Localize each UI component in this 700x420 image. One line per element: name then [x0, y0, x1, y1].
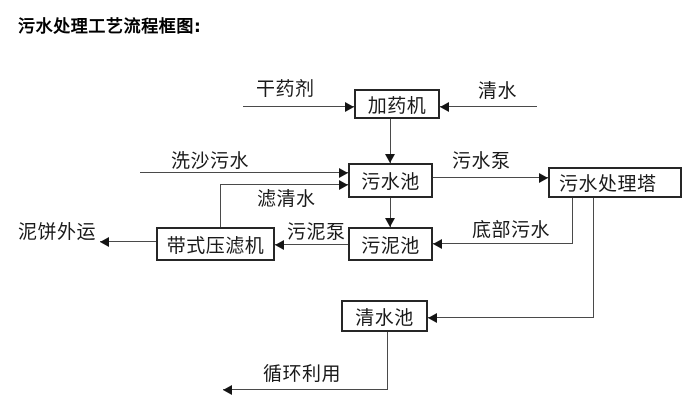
- arrowhead-icon: [428, 313, 437, 323]
- flow-label-mud-cake-transport: 泥饼外运: [18, 221, 97, 243]
- arrowhead-icon: [440, 102, 449, 112]
- connector-line: [390, 198, 391, 227]
- node-sewage-treatment-tower: 污水处理塔: [548, 167, 682, 198]
- arrowhead-icon: [345, 102, 354, 112]
- connector-line: [243, 106, 354, 107]
- flow-label-sand-washing-sewage: 洗沙污水: [171, 150, 250, 172]
- connector-line: [220, 184, 221, 227]
- flow-label-dry-chemical: 干药剂: [256, 78, 315, 100]
- connector-line: [100, 241, 156, 242]
- node-sludge-pool: 污泥池: [348, 227, 433, 261]
- node-dosing-machine: 加药机: [354, 89, 440, 119]
- connector-line: [387, 332, 388, 390]
- flow-label-recycle-use: 循环利用: [263, 363, 342, 385]
- connector-line: [572, 198, 573, 244]
- flow-label-bottom-sewage: 底部污水: [472, 219, 551, 241]
- arrowhead-icon: [100, 237, 109, 247]
- connector-line: [140, 172, 348, 173]
- node-belt-filter-press: 带式压滤机: [156, 227, 275, 261]
- arrowhead-icon: [385, 154, 395, 163]
- connector-line: [275, 244, 348, 245]
- arrowhead-icon: [223, 385, 232, 395]
- page-title: 污水处理工艺流程框图:: [18, 17, 202, 37]
- connector-line: [593, 198, 594, 318]
- connector-line: [220, 184, 348, 185]
- arrowhead-icon: [339, 180, 348, 190]
- connector-line: [390, 119, 391, 163]
- connector-line: [223, 389, 388, 390]
- flow-label-clean-water: 清水: [478, 80, 518, 102]
- flow-label-sewage-pump: 污水泵: [452, 150, 511, 172]
- flow-label-sludge-pump: 污泥泵: [287, 221, 346, 243]
- arrowhead-icon: [433, 239, 442, 249]
- node-sewage-pool: 污水池: [348, 163, 433, 198]
- connector-line: [440, 106, 537, 107]
- connector-line: [428, 317, 594, 318]
- flow-label-filtered-water: 滤清水: [257, 188, 316, 210]
- arrowhead-icon: [339, 168, 348, 178]
- arrowhead-icon: [539, 173, 548, 183]
- arrowhead-icon: [385, 218, 395, 227]
- arrowhead-icon: [275, 240, 284, 250]
- connector-line: [433, 177, 548, 178]
- node-clean-water-pool: 清水池: [341, 300, 428, 332]
- connector-line: [433, 243, 573, 244]
